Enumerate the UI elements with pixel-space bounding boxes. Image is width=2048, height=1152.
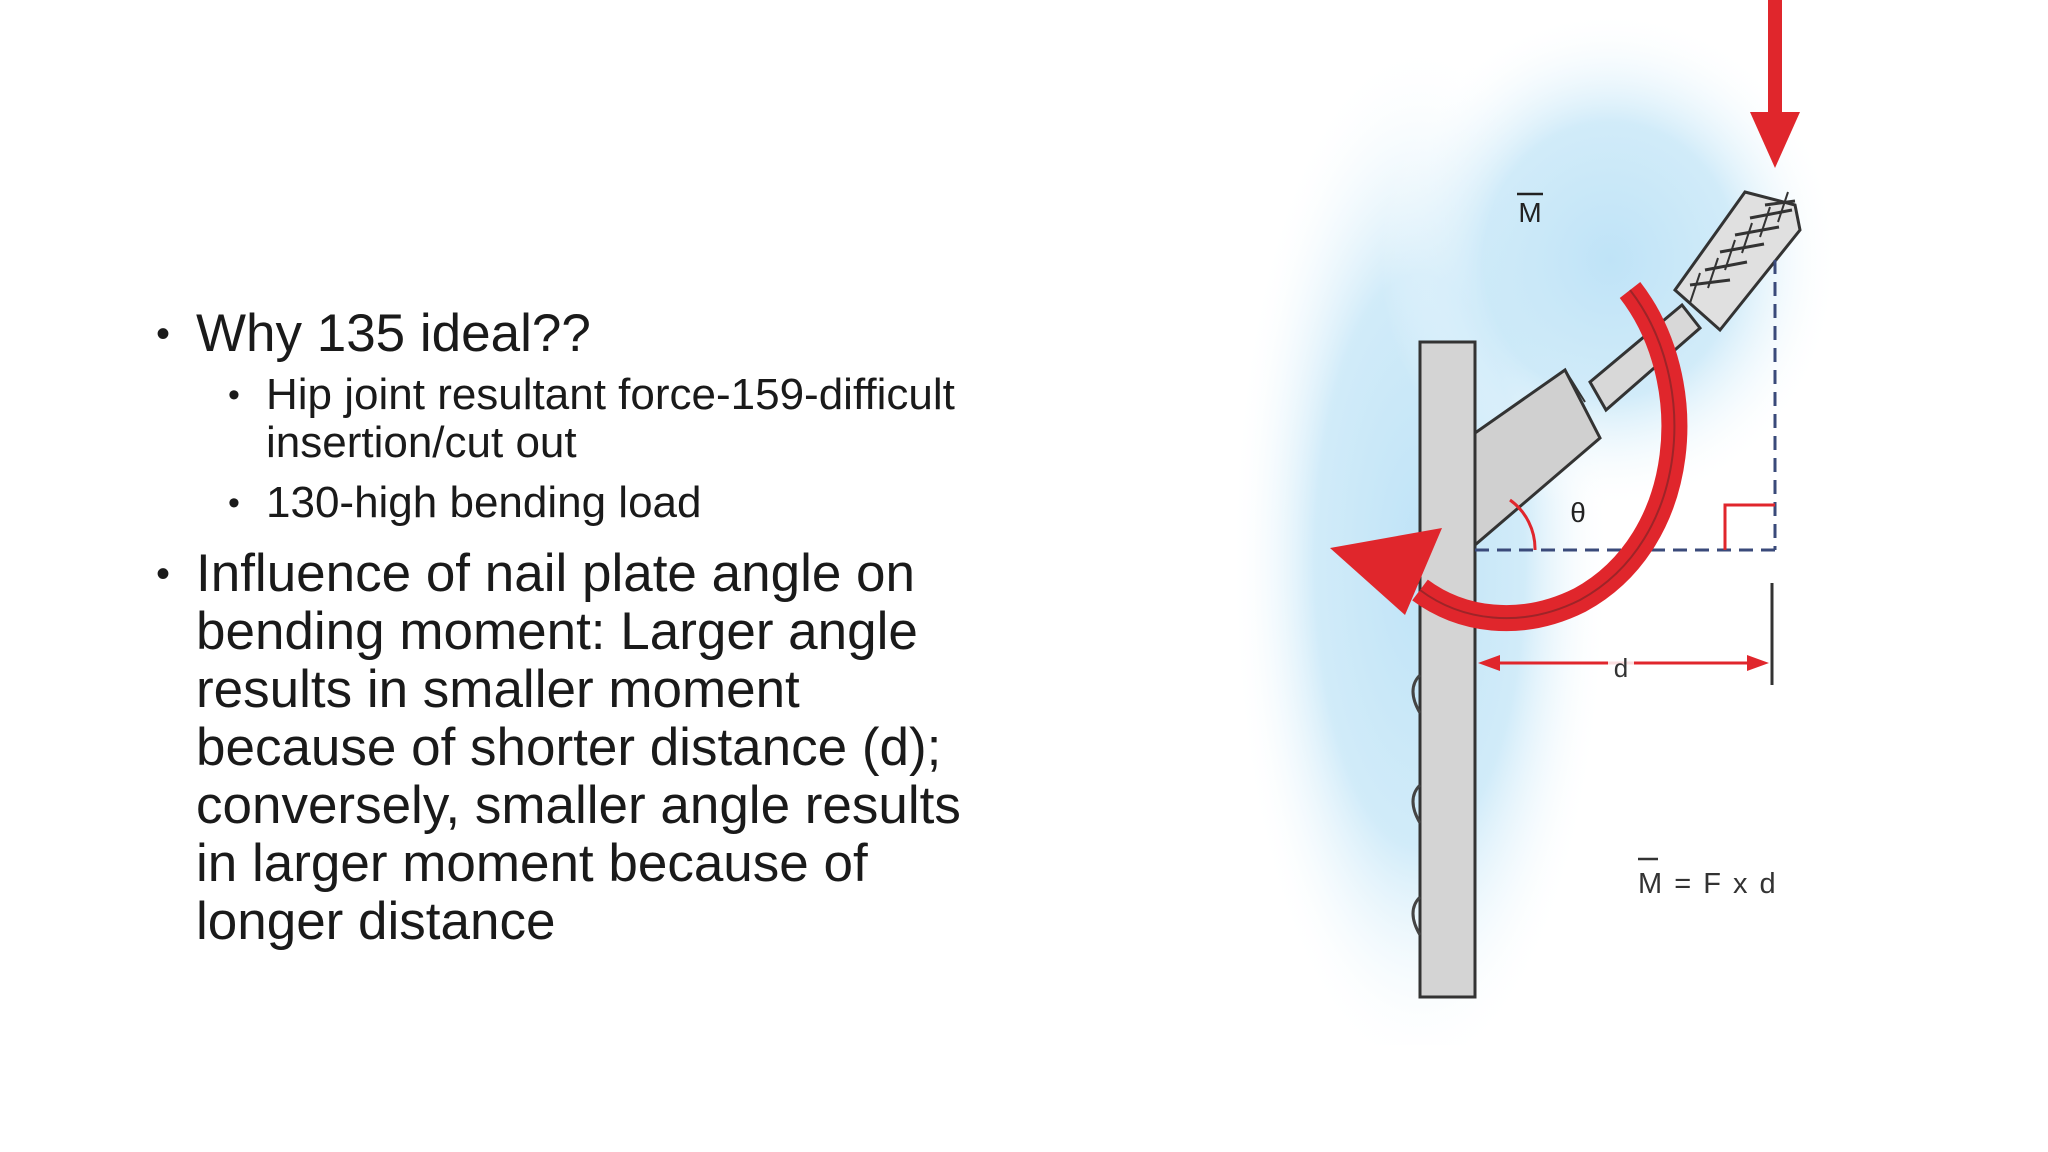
slide-body: Why 135 ideal?? Hip joint resultant forc…	[150, 305, 1010, 969]
nail-barrel	[1473, 367, 1602, 549]
bullet-influence: Influence of nail plate angle on bending…	[150, 545, 1010, 951]
angle-label: θ	[1570, 497, 1586, 528]
background-halo-top	[1380, 10, 1840, 510]
sub-bullet-list: Hip joint resultant force-159-difficult …	[196, 371, 1010, 528]
sub-bullet-bending-load: 130-high bending load	[228, 479, 1010, 528]
force-arrow	[1750, 0, 1800, 168]
distance-label: d	[1614, 653, 1628, 683]
nail-plate-diagram: θ M d M = F x d	[1230, 0, 1840, 1045]
angle-arc	[1509, 498, 1537, 551]
bullet-why-135: Why 135 ideal?? Hip joint resultant forc…	[150, 304, 1010, 528]
moment-arrow	[1330, 282, 1688, 632]
lag-screw-thread	[1672, 190, 1802, 333]
side-plate	[1418, 340, 1477, 999]
formula-label: M = F x d	[1638, 868, 1778, 900]
bullet-list: Why 135 ideal?? Hip joint resultant forc…	[150, 305, 1010, 951]
sub-bullet-hip-force: Hip joint resultant force-159-difficult …	[228, 371, 1010, 467]
plate-screw-holes	[1411, 673, 1422, 936]
right-angle-marker	[1723, 503, 1775, 550]
distance-dimension	[1478, 583, 1774, 685]
bullet-text: Why 135 ideal??	[196, 304, 591, 363]
moment-label: M	[1518, 197, 1541, 228]
